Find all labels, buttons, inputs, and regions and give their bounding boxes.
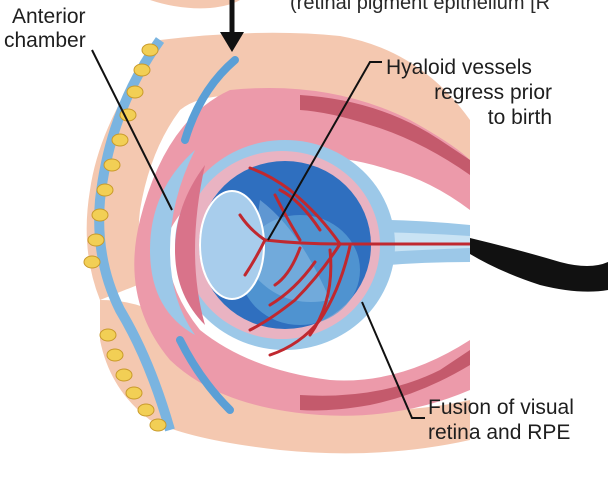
anterior-chamber bbox=[175, 165, 205, 325]
leader-anterior-chamber bbox=[91, 49, 173, 211]
label-hyaloid-line2: regress prior bbox=[434, 81, 552, 104]
tarsal-glands-lower bbox=[99, 328, 167, 432]
label-fusion-line2: retina and RPE bbox=[428, 421, 571, 444]
choroid-stripe-lower bbox=[300, 350, 470, 411]
conjunctiva-upper bbox=[181, 56, 239, 144]
cornea bbox=[150, 150, 195, 335]
upper-eyelid-tissue bbox=[86, 32, 471, 301]
top-arrow-head-icon bbox=[220, 32, 244, 52]
conjunctiva-lower bbox=[176, 336, 234, 414]
hyaloid-vessels bbox=[238, 166, 472, 357]
lid-margin-blue bbox=[94, 37, 175, 432]
label-hyaloid-line3: to birth bbox=[487, 106, 552, 129]
vitreous-swirl bbox=[250, 200, 330, 302]
lens bbox=[199, 190, 265, 300]
optic-nerve-tail bbox=[470, 238, 608, 292]
label-anterior-chamber-line1: Anterior bbox=[12, 5, 86, 28]
lower-eyelid-tissue bbox=[100, 300, 470, 454]
label-hyaloid-line1: Hyaloid vessels bbox=[386, 56, 532, 79]
top-caption: (retinal pigment epithelium [R bbox=[290, 0, 551, 14]
leader-fusion bbox=[361, 301, 425, 419]
tarsal-glands-upper bbox=[83, 43, 159, 269]
leader-hyaloid bbox=[267, 61, 382, 241]
label-anterior-chamber-line2: chamber bbox=[4, 29, 86, 52]
choroid-stripe bbox=[300, 95, 470, 175]
label-fusion-line1: Fusion of visual bbox=[428, 396, 574, 419]
top-panel-remnant bbox=[150, 0, 240, 9]
